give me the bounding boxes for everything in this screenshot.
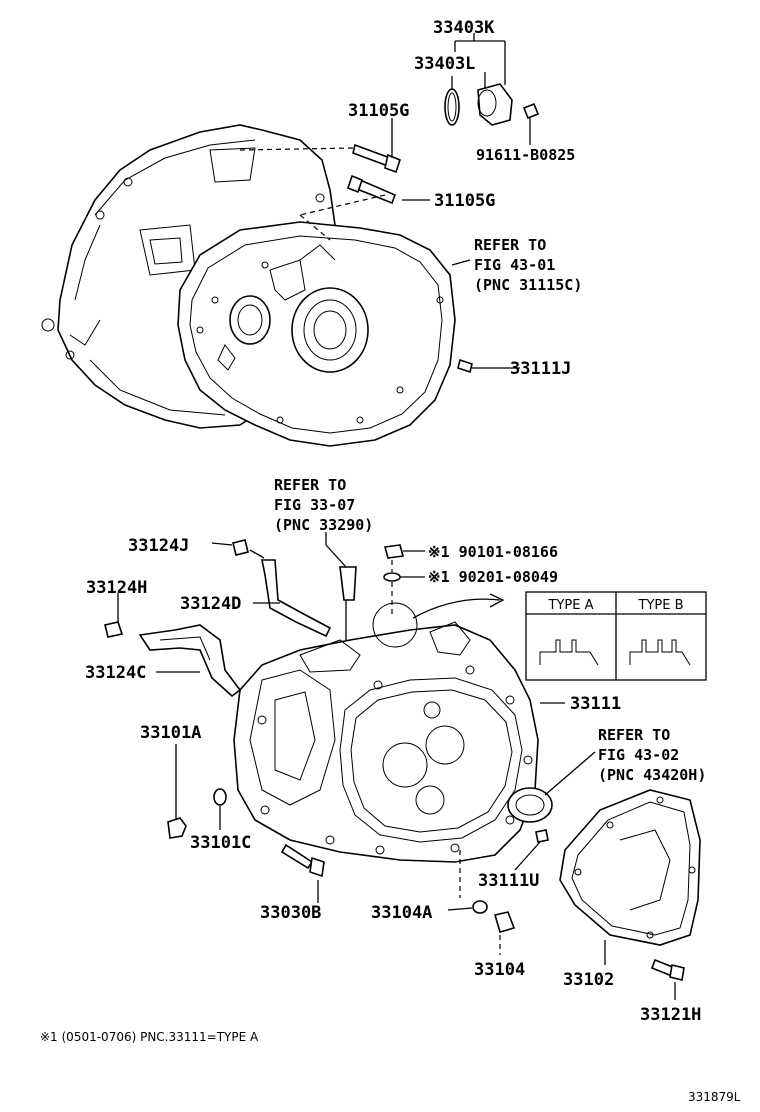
type-inset-box: TYPE A TYPE B xyxy=(525,591,707,681)
label-33124d: 33124D xyxy=(180,594,241,614)
label-33111: 33111 xyxy=(570,694,621,714)
refer-43-02-line3: (PNC 43420H) xyxy=(598,766,706,784)
label-33104a: 33104A xyxy=(371,903,432,923)
refer-33-07-line3: (PNC 33290) xyxy=(274,516,373,534)
label-91611-b0825: 91611-B0825 xyxy=(476,146,575,164)
transaxle-case-drawing xyxy=(41,124,456,447)
side-cover-drawing xyxy=(559,789,701,946)
label-31105g-mid: 31105G xyxy=(434,191,495,211)
brackets-and-small-parts xyxy=(104,539,685,981)
refer-43-02-line2: FIG 43-02 xyxy=(598,746,679,764)
refer-43-02-line1: REFER TO xyxy=(598,726,670,744)
label-90201-08049: ※1 90201-08049 xyxy=(428,568,558,586)
label-33403l: 33403L xyxy=(414,54,475,74)
footnote: ※1 (0501-0706) PNC.33111=TYPE A xyxy=(40,1030,259,1044)
label-90101-08166: ※1 90101-08166 xyxy=(428,543,558,561)
top-leader-lines xyxy=(239,33,531,369)
bolts-31105g xyxy=(347,143,473,374)
label-33124h: 33124H xyxy=(86,578,147,598)
refer-33-07-line1: REFER TO xyxy=(274,476,346,494)
label-33101a: 33101A xyxy=(140,723,201,743)
refer-43-01-line3: (PNC 31115C) xyxy=(474,276,582,294)
label-33111j: 33111J xyxy=(510,359,571,379)
release-bearing-parts xyxy=(444,83,540,126)
bottom-leader-lines xyxy=(117,532,676,1000)
label-33030b: 33030B xyxy=(260,903,321,923)
label-33124j: 33124J xyxy=(128,536,189,556)
label-33101c: 33101C xyxy=(190,833,251,853)
label-33104: 33104 xyxy=(474,960,525,980)
type-b-label: TYPE B xyxy=(638,598,684,613)
refer-33-07-line2: FIG 33-07 xyxy=(274,496,355,514)
refer-43-01-line2: FIG 43-01 xyxy=(474,256,555,274)
type-a-label: TYPE A xyxy=(548,598,594,613)
label-31105g-top: 31105G xyxy=(348,101,409,121)
label-33403k: 33403K xyxy=(433,18,495,38)
label-33102: 33102 xyxy=(563,970,614,990)
refer-43-01-line1: REFER TO xyxy=(474,236,546,254)
label-33111u: 33111U xyxy=(478,871,539,891)
label-33124c: 33124C xyxy=(85,663,146,683)
label-33121h: 33121H xyxy=(640,1005,701,1025)
diagram-id: 331879L xyxy=(688,1090,741,1104)
housing-drawing xyxy=(233,602,553,863)
